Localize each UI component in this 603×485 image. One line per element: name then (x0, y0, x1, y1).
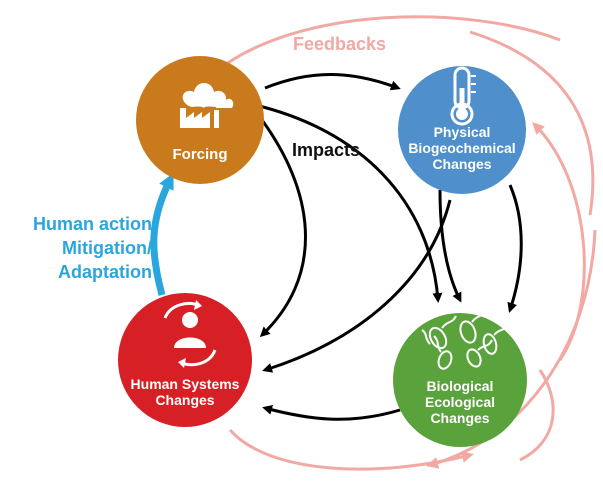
impacts-label: Impacts (292, 140, 361, 160)
human-systems-label-line-2: Changes (155, 392, 215, 408)
biological-label-line-1: Biological (426, 378, 494, 394)
thermometer-icon (450, 66, 476, 126)
factory-smoke-icon (180, 83, 234, 128)
human-action-line-2: Mitigation/ (62, 238, 152, 258)
physical-label-line-1: Physical (433, 124, 491, 140)
arrow-physical-to-biological-left (438, 189, 462, 303)
human-action-line-1: Human action (32, 214, 152, 234)
physical-biogeochemical-node (398, 66, 526, 194)
person-cycle-icon (163, 300, 217, 368)
biological-ecological-node (393, 313, 527, 447)
impact-arrows (254, 73, 523, 421)
arrow-biological-to-human (262, 404, 401, 421)
forcing-label: Forcing (172, 146, 228, 163)
arrow-physical-to-biological-right (507, 184, 523, 313)
feedbacks-label: Feedbacks (293, 34, 387, 54)
biological-label-line-3: Changes (430, 410, 490, 426)
arrow-forcing-to-biological (254, 103, 443, 303)
human-action-arrow (150, 172, 174, 296)
microbes-icon (421, 309, 509, 370)
feedback-arrow-bottom (228, 429, 474, 471)
human-systems-label-line-1: Human Systems (130, 376, 240, 392)
human-action-label: Human action Mitigation/ Adaptation (12, 212, 152, 284)
physical-label-line-3: Changes (432, 156, 492, 172)
physical-label-line-2: Biogeochemical (408, 140, 516, 156)
arrow-forcing-to-physical (264, 73, 401, 91)
arrow-physical-to-human (262, 199, 452, 373)
arrow-forcing-to-human (259, 119, 307, 338)
feedback-arrow-top-inner (469, 30, 595, 216)
human-systems-label: Human Systems Changes (118, 376, 252, 408)
feedback-arrows (211, 15, 597, 471)
physical-label: Physical Biogeochemical Changes (398, 124, 526, 172)
feedback-arrow-bottom-right (519, 369, 555, 462)
biological-label: Biological Ecological Changes (400, 378, 520, 426)
feedback-arrow-top-outer (211, 15, 561, 75)
human-action-line-3: Adaptation (58, 262, 152, 282)
biological-label-line-2: Ecological (424, 394, 496, 410)
feedback-arrow-to-physical (532, 122, 586, 361)
